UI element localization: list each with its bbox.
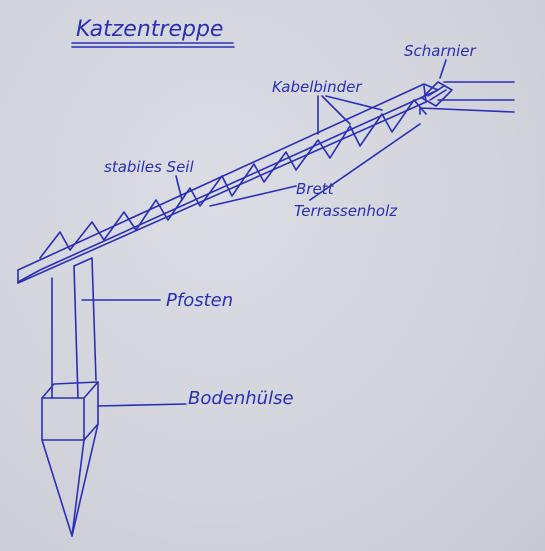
post-label: Pfosten [166,290,233,311]
post [51,257,161,399]
cable-ties-leaders [317,95,383,135]
board [17,83,439,284]
board-label: Brett [296,180,335,198]
board-label-wood: Terrassenholz [294,202,398,220]
hinge [421,81,453,107]
board-leader-1 [209,185,297,207]
platform [419,81,515,115]
rope-leader [175,175,183,201]
cable-ties-label: Kabelbinder [272,78,362,96]
board-leader-2 [309,123,421,201]
ground-sleeve [41,381,187,537]
rope-label: stabiles Seil [104,158,194,176]
hinge-label: Scharnier [404,42,477,60]
rope [39,99,427,259]
hinge-leader [439,59,447,79]
drawing-title: Katzentreppe [76,17,223,42]
ground-sleeve-label: Bodenhülse [188,388,294,409]
